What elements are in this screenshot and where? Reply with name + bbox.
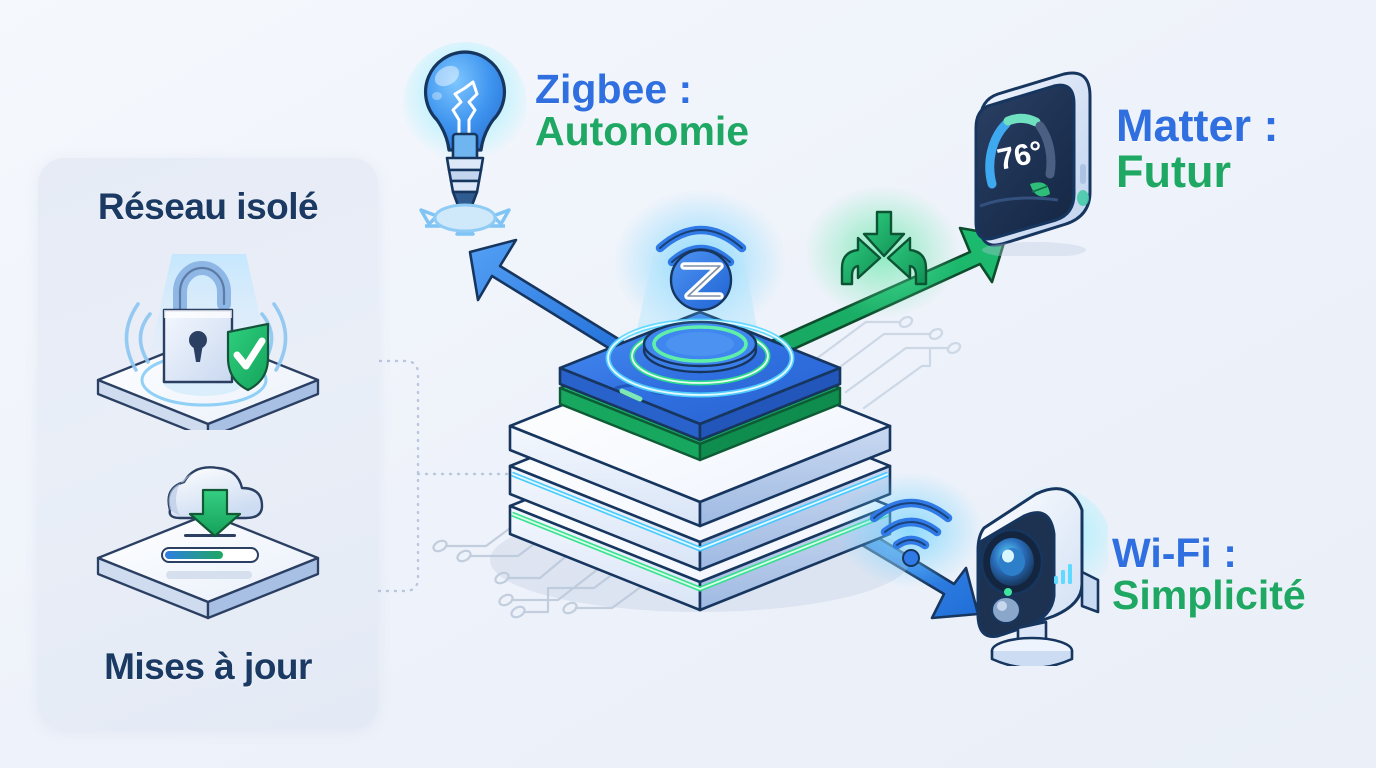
panel-card-isolated-network[interactable]: Réseau isolé	[38, 158, 378, 444]
arrow-up-left-icon	[468, 238, 640, 362]
label-wifi: Wi-Fi : Simplicité	[1112, 530, 1306, 619]
wifi-glow	[836, 472, 984, 588]
label-matter: Matter : Futur	[1116, 100, 1279, 198]
panel-card-updates[interactable]: Mises à jour	[38, 444, 378, 730]
security-camera-icon[interactable]	[958, 476, 1112, 670]
cloud-download-progress-icon	[76, 454, 340, 644]
label-wifi-line1: Wi-Fi :	[1112, 530, 1237, 576]
label-zigbee-line2: Autonomie	[535, 108, 750, 155]
panel-title-isolated-network: Réseau isolé	[97, 186, 319, 227]
pcb-pad-right-icon	[898, 315, 962, 355]
pcb-trace-right-icon	[810, 320, 950, 410]
matter-logo-icon	[836, 208, 932, 300]
padlock-shield-icon	[76, 240, 340, 440]
thermostat-icon[interactable]: 76°	[962, 66, 1122, 258]
light-bulb-icon	[403, 38, 527, 238]
label-matter-line1: Matter :	[1116, 100, 1279, 151]
label-wifi-line2: Simplicité	[1112, 572, 1306, 619]
pcb-pad-icon	[432, 539, 578, 619]
wifi-signal-icon	[866, 494, 956, 568]
panel-title-updates: Mises à jour	[104, 646, 312, 687]
label-matter-line2: Futur	[1116, 146, 1231, 198]
label-zigbee-line1: Zigbee :	[535, 66, 693, 112]
smart-home-hub[interactable]	[490, 310, 910, 612]
label-zigbee: Zigbee : Autonomie	[535, 66, 750, 155]
zigbee-logo-icon	[646, 208, 756, 318]
dotted-bracket-connector	[298, 359, 522, 593]
left-info-panel: Réseau isolé	[38, 158, 378, 730]
